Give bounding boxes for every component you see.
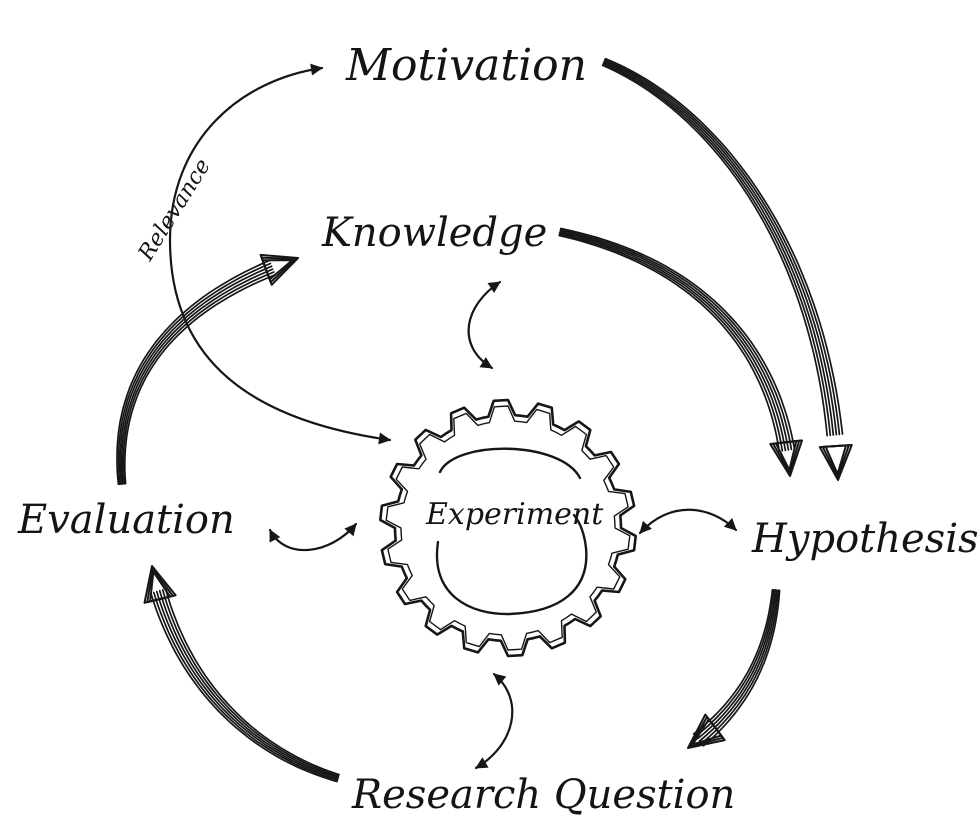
- arrow-shaft-stroke: [164, 588, 340, 776]
- arrowhead-outline: [691, 718, 723, 746]
- arrow-shaft-stroke: [123, 273, 276, 485]
- evaluation-experiment-arrow: [268, 522, 358, 552]
- arrowhead-outline: [261, 259, 294, 281]
- arrow-shaft-stroke: [698, 589, 778, 742]
- arrow-shaft-stroke: [161, 589, 340, 777]
- arrow-shaft-stroke: [119, 265, 273, 485]
- arrow-shaft-stroke: [155, 590, 339, 780]
- arrow-shaft-stroke: [150, 592, 338, 783]
- knowledge-experiment-arrow: [467, 280, 502, 370]
- arrow-shaft-stroke: [696, 589, 777, 740]
- arrow-shaft-stroke: [700, 589, 780, 745]
- arrow-shaft-stroke: [602, 63, 832, 437]
- gear-icon: [379, 398, 637, 658]
- arrow-shaft-stroke: [116, 259, 271, 486]
- arrow-shaft-stroke: [601, 64, 829, 437]
- node-research-question: Research Question: [351, 772, 735, 818]
- arrow-shaft-stroke: [152, 591, 339, 781]
- arrowhead-outline: [775, 440, 798, 471]
- arrow-shaft-stroke: [694, 588, 775, 738]
- evaluation-knowledge-arrow: [116, 253, 299, 486]
- hypothesis-research-question-arrow: [687, 588, 781, 749]
- arrowhead-outline: [824, 444, 847, 475]
- arrow-shaft-stroke: [558, 234, 781, 453]
- knowledge-hypothesis-arrow: [558, 227, 803, 477]
- arrow-shaft-stroke: [559, 227, 796, 450]
- arrow-shaft-stroke: [603, 60, 838, 436]
- arrow-shaft-stroke: [558, 231, 787, 452]
- arrow-shaft-stroke: [604, 57, 844, 435]
- research-experiment-arrow: [474, 672, 514, 770]
- node-hypothesis: Hypothesis: [751, 516, 979, 562]
- node-knowledge: Knowledge: [321, 210, 547, 256]
- node-experiment: Experiment: [425, 497, 604, 532]
- arrow-shaft-stroke: [603, 59, 841, 436]
- arrow-shaft-stroke: [702, 589, 781, 747]
- gear-inner-arc-bottom: [435, 513, 588, 616]
- motivation-hypothesis-arrow: [601, 57, 853, 481]
- arrow-shaft-stroke: [117, 262, 272, 486]
- edge-label-relevance: Relevance: [133, 155, 216, 266]
- arrow-shaft-stroke: [558, 233, 784, 452]
- arrow-shaft-stroke: [559, 230, 790, 451]
- gear-inner-arc-top: [438, 447, 582, 480]
- arrowhead-outline: [149, 570, 171, 603]
- node-evaluation: Evaluation: [17, 497, 235, 543]
- arrow-shaft-stroke: [692, 588, 774, 735]
- research-question-evaluation-arrow: [143, 565, 340, 783]
- arrow-shaft-stroke: [559, 229, 793, 451]
- arrow-shaft-stroke: [158, 589, 340, 779]
- relevance-arrow: [168, 63, 392, 445]
- experiment-hypothesis-arrow: [638, 508, 738, 535]
- arrow-shaft-stroke: [120, 268, 274, 485]
- arrow-shaft-stroke: [122, 271, 275, 485]
- node-motivation: Motivation: [345, 40, 587, 91]
- arrow-shaft-stroke: [602, 61, 835, 436]
